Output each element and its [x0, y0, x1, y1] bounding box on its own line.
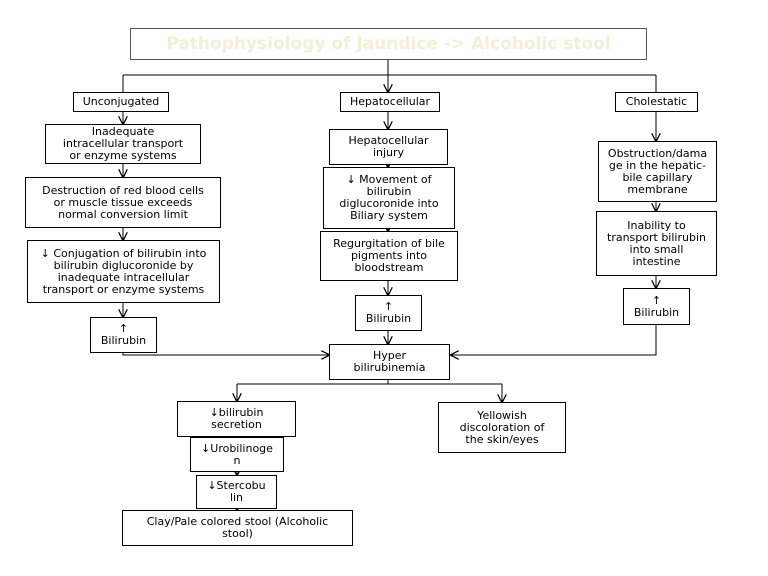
- node-movement: ↓ Movement of bilirubin diglucoronide in…: [323, 167, 455, 229]
- node-destruction-rbc: Destruction of red blood cells or muscle…: [25, 177, 221, 228]
- node-hepatocellular: Hepatocellular: [340, 92, 440, 112]
- node-inability: Inability to transport bilirubin into sm…: [596, 211, 717, 276]
- node-urobilinogen: ↓Urobilinoge n: [190, 437, 284, 472]
- node-bilirubin-mid: ↑ Bilirubin: [355, 295, 422, 331]
- node-conjugation: ↓ Conjugation of bilirubin into bilirubi…: [27, 240, 220, 303]
- node-regurgitation: Regurgitation of bile pigments into bloo…: [320, 231, 458, 281]
- node-cholestatic: Cholestatic: [615, 92, 698, 112]
- node-clay-stool: Clay/Pale colored stool (Alcoholic stool…: [122, 510, 353, 546]
- node-bilirubin-secretion: ↓bilirubin secretion: [177, 401, 296, 437]
- node-yellowish-discoloration: Yellowish discoloration of the skin/eyes: [438, 402, 566, 453]
- node-unconjugated: Unconjugated: [73, 92, 169, 112]
- edge-title-branches: [122, 60, 657, 92]
- node-bilirubin-left: ↑ Bilirubin: [90, 317, 157, 353]
- node-hepatocellular-injury: Hepatocellular injury: [329, 129, 448, 165]
- diagram-title: Pathophysiology of Jaundice -> Alcoholic…: [130, 28, 647, 60]
- node-hyperbilirubinemia: Hyper bilirubinemia: [329, 344, 450, 380]
- node-stercobilin: ↓Stercobu lin: [196, 475, 277, 509]
- node-bilirubin-right: ↑ Bilirubin: [623, 288, 690, 325]
- node-obstruction: Obstruction/dama ge in the hepatic- bile…: [598, 141, 717, 202]
- edge-bilirubin-right-hyper: [451, 325, 657, 355]
- node-inadequate-transport: Inadequate intracellular transport or en…: [45, 124, 201, 164]
